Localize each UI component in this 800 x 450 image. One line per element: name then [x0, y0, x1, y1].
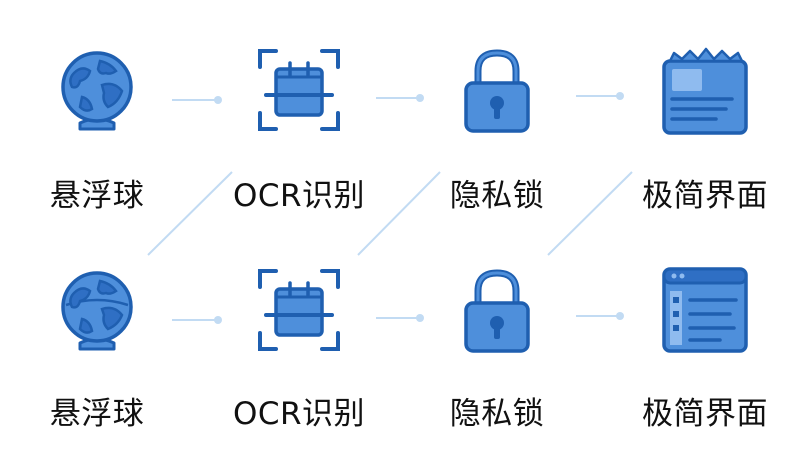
feature-label: 隐私锁: [449, 178, 545, 214]
feature-label: 极简界面: [642, 178, 768, 214]
document-window-icon: [660, 45, 750, 135]
connector-dot: [416, 94, 424, 102]
globe-icon: [52, 265, 142, 355]
feature-label: 隐私锁: [449, 396, 545, 432]
feature-label: 悬浮球: [49, 178, 145, 214]
lock-icon: [452, 265, 542, 355]
connector-dot: [616, 92, 624, 100]
feature-label: OCR识别: [232, 396, 366, 432]
lock-icon: [452, 45, 542, 135]
feature-label: OCR识别: [232, 178, 366, 214]
connector-dot: [616, 312, 624, 320]
feature-label: 悬浮球: [49, 396, 145, 432]
connector-dot: [214, 316, 222, 324]
connector-dot: [214, 96, 222, 104]
scan-icon: [254, 45, 344, 135]
list-window-icon: [660, 265, 750, 355]
globe-icon: [52, 45, 142, 135]
connector-dot: [416, 314, 424, 322]
feature-label: 极简界面: [642, 396, 768, 432]
scan-icon: [254, 265, 344, 355]
